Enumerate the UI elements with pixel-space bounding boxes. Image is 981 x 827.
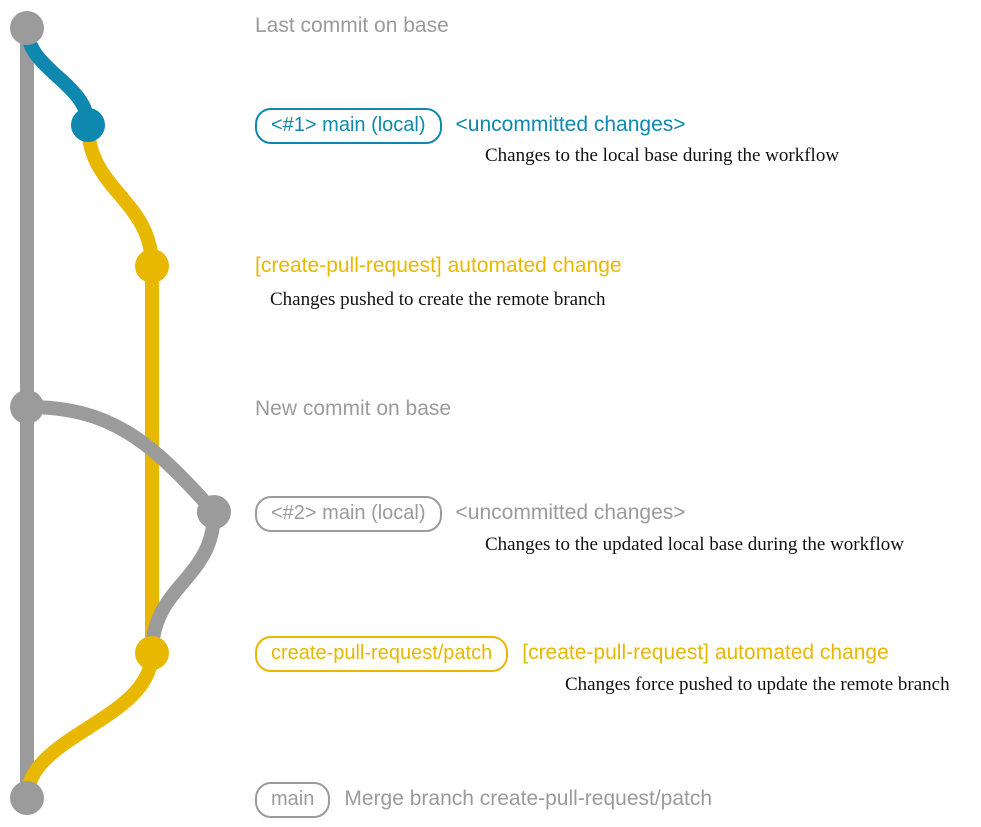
- edge-local-branch-1: [20, 21, 95, 132]
- branch-badge-create-pull-request-patch[interactable]: create-pull-request/patch: [255, 636, 509, 672]
- commit-node-patch-2[interactable]: [135, 636, 169, 670]
- edge-updated-local-to-patch: [145, 505, 221, 660]
- commit-subject: [create-pull-request] automated change: [522, 641, 889, 664]
- edge-base-to-updated-local: [20, 400, 221, 519]
- commit-node-base-last[interactable]: [10, 11, 44, 45]
- commit-subject: <uncommitted changes>: [455, 501, 686, 524]
- commit-node-local-2[interactable]: [197, 495, 231, 529]
- commit-node-patch-1[interactable]: [135, 249, 169, 283]
- commit-nodes: [10, 11, 231, 815]
- commit-subject: [create-pull-request] automated change: [255, 254, 622, 277]
- commit-description-local-2: Changes to the updated local base during…: [485, 534, 904, 555]
- commit-subject: <uncommitted changes>: [455, 113, 686, 136]
- commit-description-automated-change-2: Changes force pushed to update the remot…: [565, 674, 950, 695]
- commit-row-local-2: <#2> main (local) <uncommitted changes>: [255, 496, 686, 532]
- branch-badge-main-local-2[interactable]: <#2> main (local): [255, 496, 442, 532]
- commit-row-automated-change-1: [create-pull-request] automated change: [255, 253, 622, 279]
- commit-subject: New commit on base: [255, 397, 452, 420]
- branch-badge-main-local-1[interactable]: <#1> main (local): [255, 108, 442, 144]
- commit-node-local-1[interactable]: [71, 108, 105, 142]
- commit-row-local-1: <#1> main (local) <uncommitted changes>: [255, 108, 686, 144]
- commit-node-merge[interactable]: [10, 781, 44, 815]
- commit-node-base-new[interactable]: [10, 390, 44, 424]
- commit-subject: Last commit on base: [255, 14, 449, 37]
- edge-patch-1: [81, 118, 159, 273]
- commit-row-merge: main Merge branch create-pull-request/pa…: [255, 782, 712, 818]
- branch-badge-main[interactable]: main: [255, 782, 331, 818]
- commit-row-automated-change-2: create-pull-request/patch [create-pull-r…: [255, 636, 889, 672]
- commit-subject: Merge branch create-pull-request/patch: [344, 787, 713, 810]
- commit-row-new-commit-on-base: New commit on base: [255, 396, 451, 422]
- commit-description-local-1: Changes to the local base during the wor…: [485, 145, 840, 166]
- edge-patch-to-merge: [20, 646, 159, 805]
- commit-row-last-commit-on-base: Last commit on base: [255, 13, 449, 39]
- commit-description-automated-change-1: Changes pushed to create the remote bran…: [270, 289, 606, 310]
